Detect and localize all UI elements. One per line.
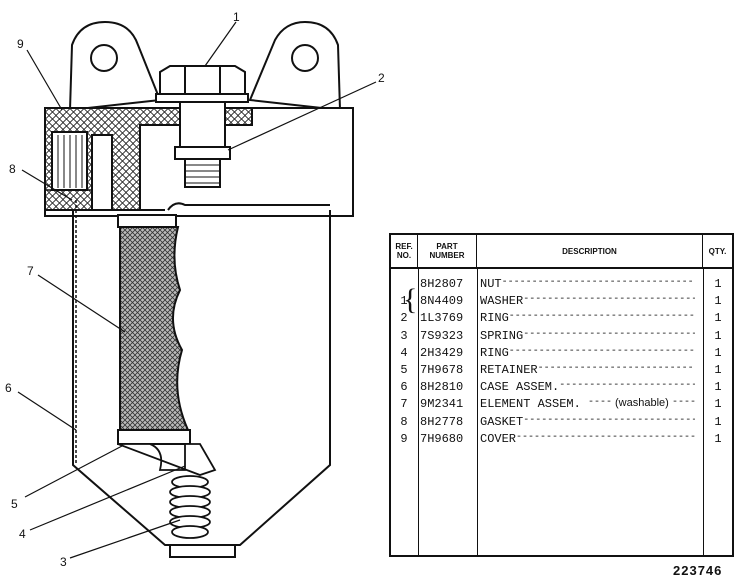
dot-leader: ----------------------------------------… [537, 363, 695, 374]
table-row: 8H2807 NUT 1 ------------------------------… [391, 277, 732, 294]
part-number: 9M2341 [420, 397, 464, 412]
figure-number: 223746 [673, 563, 723, 578]
callout-8: 8 [9, 162, 16, 176]
column-divider [418, 269, 419, 555]
quantity: 1 [714, 277, 722, 291]
ref-no: 9 [400, 431, 408, 446]
ref-no: 6 [400, 380, 408, 395]
dot-leader: ----------------------------------------… [559, 380, 695, 392]
ref-no: 4 [400, 345, 408, 360]
part-number: 8H2810 [420, 380, 464, 395]
hex-nut [155, 65, 249, 103]
dot-leader: ----------------------------------------… [523, 328, 695, 340]
ref-no: 2 [400, 311, 408, 326]
column-divider [477, 269, 478, 555]
quantity: 1 [714, 328, 722, 343]
description: RING [480, 311, 509, 326]
description: GASKET [480, 414, 524, 429]
part-number: 7H9678 [420, 363, 464, 377]
callout-9: 9 [17, 37, 24, 51]
ref-no: 3 [400, 328, 408, 343]
table-row: 3 7S9323 SPRING 1 --------------------------… [391, 329, 732, 346]
header-ref-no: REF.NO. [391, 235, 418, 269]
dot-leader: ----------------------------------------… [523, 294, 695, 306]
part-number: 8H2778 [420, 414, 464, 429]
column-divider [703, 269, 704, 555]
description: NUT [480, 277, 502, 291]
part-number: 8N4409 [420, 294, 464, 309]
quantity: 1 [714, 363, 722, 377]
part-number: 1L3769 [420, 311, 464, 326]
ref-no: 8 [400, 414, 408, 429]
ref-no: 7 [400, 397, 408, 412]
leader-lines [17, 21, 377, 559]
dot-leader: ----------------------------------------… [501, 277, 695, 288]
filter-element [117, 214, 191, 445]
description: CASE ASSEM. [480, 380, 560, 395]
ref-no: 5 [400, 363, 408, 377]
callout-7: 7 [27, 264, 34, 278]
center-stud [174, 101, 231, 188]
dot-leader: ----------------------------------------… [523, 414, 695, 426]
dot-leader: ----------------------------------------… [516, 431, 695, 443]
part-number: 2H3429 [420, 345, 464, 360]
table-row: 1 8N4409 WASHER 1 --------------------------… [391, 294, 732, 311]
mounting-ears [68, 20, 342, 112]
callout-4: 4 [19, 527, 26, 541]
quantity: 1 [714, 294, 722, 309]
callout-2: 2 [378, 71, 385, 85]
callout-5: 5 [11, 497, 18, 511]
quantity: 1 [714, 380, 722, 395]
table-row: 8 8H2778 GASKET 1 --------------------------… [391, 415, 732, 432]
quantity: 1 [714, 397, 722, 412]
dot-leader: ----------------------------------------… [508, 345, 695, 357]
quantity: 1 [714, 414, 722, 429]
description: SPRING [480, 328, 524, 343]
description: RETAINER [480, 363, 538, 377]
group-brace: { [403, 283, 418, 316]
dot-leader: ----------------------------------------… [508, 311, 695, 323]
header-description: DESCRIPTION [477, 235, 703, 269]
callout-1: 1 [233, 10, 240, 24]
case-assembly [72, 202, 331, 558]
quantity: 1 [714, 345, 722, 360]
callout-6: 6 [5, 381, 12, 395]
part-number: 8H2807 [420, 277, 464, 291]
ref-no: 1 [400, 294, 408, 309]
description: COVER [480, 431, 517, 446]
spring-assembly [117, 443, 217, 539]
quantity: 1 [714, 431, 722, 446]
description: ELEMENT ASSEM. [480, 397, 581, 412]
description: WASHER [480, 294, 524, 309]
header-qty: QTY. [703, 235, 732, 269]
description: RING [480, 345, 509, 360]
part-number: 7H9680 [420, 431, 464, 446]
part-number: 7S9323 [420, 328, 464, 343]
callout-numbers: 1 2 3 4 5 6 7 8 9 [5, 10, 385, 569]
table-row: 2 1L3769 RING 1 ----------------------------… [391, 311, 732, 328]
table-row: 5 7H9678 RETAINER 1 ------------------------… [391, 363, 732, 380]
quantity: 1 [714, 311, 722, 326]
description-note: (washable) [613, 397, 671, 410]
table-row: 4 2H3429 RING 1 ----------------------------… [391, 346, 732, 363]
table-row: 9 7H9680 COVER 1 ---------------------------… [391, 432, 732, 449]
callout-3: 3 [60, 555, 67, 569]
table-row: 6 8H2810 CASE ASSEM. 1 ---------------------… [391, 380, 732, 397]
